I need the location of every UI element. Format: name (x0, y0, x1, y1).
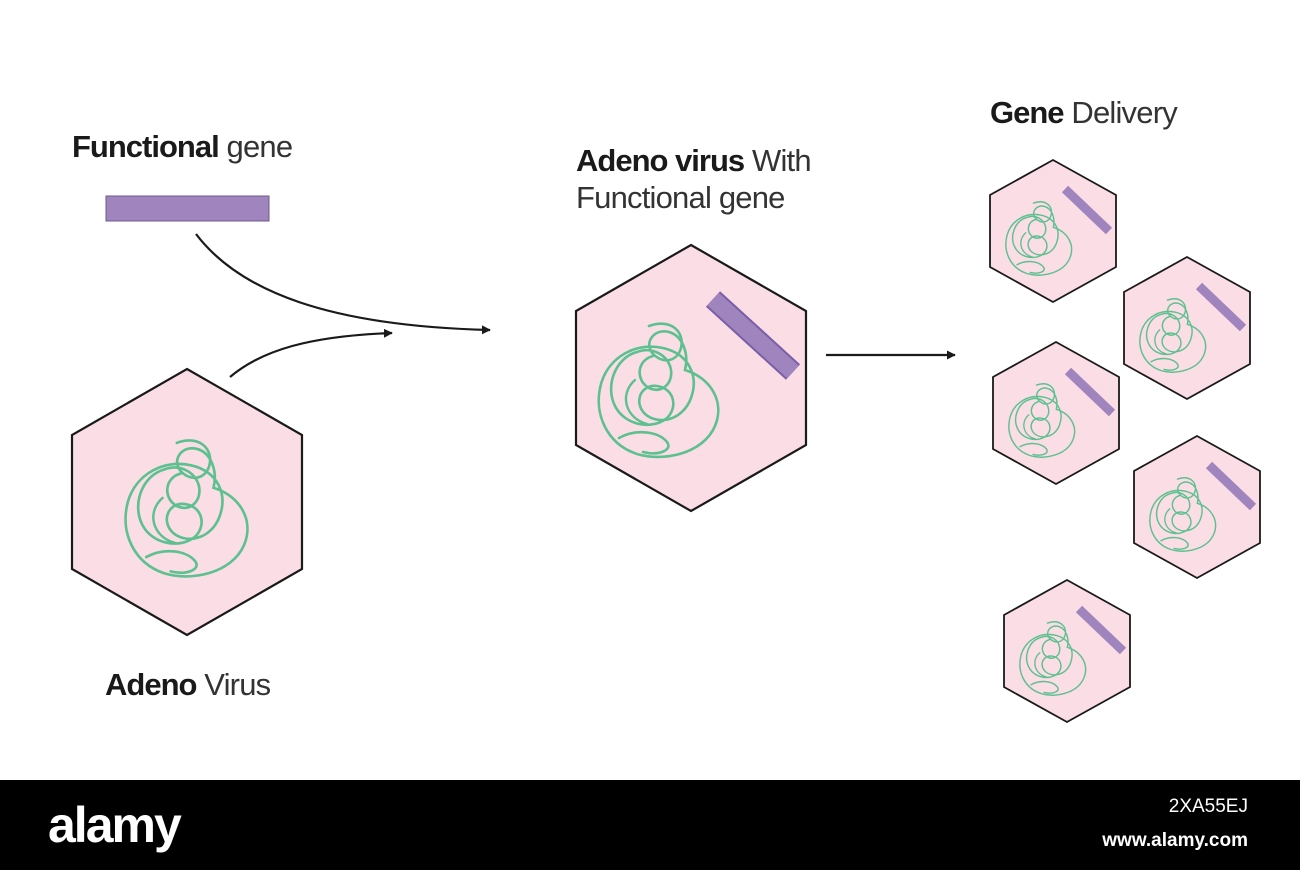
brand-logo: alamy (48, 797, 182, 853)
label-adeno-with-gene-bold: Adeno virus (576, 143, 745, 178)
delivery-capsid-4 (1133, 434, 1261, 580)
label-adeno-virus: Adeno Virus (105, 666, 271, 703)
label-gene-delivery-bold: Gene (990, 95, 1065, 130)
image-id: 2XA55EJ (1168, 796, 1248, 817)
adeno-virus-capsid (70, 367, 304, 637)
arrow-gene-to-virus (195, 233, 491, 335)
label-adeno-virus-light: Virus (204, 667, 271, 702)
delivery-capsid-5 (1003, 578, 1131, 724)
watermark-footer: alamy 2XA55EJ www.alamy.com (0, 780, 1300, 870)
label-functional-gene: Functional gene (72, 128, 294, 165)
label-gene-delivery-light: Delivery (1071, 95, 1177, 130)
delivery-capsid-2 (1123, 255, 1251, 401)
delivery-capsid-1 (989, 158, 1117, 304)
label-adeno-virus-bold: Adeno (105, 667, 197, 702)
label-adeno-with-gene-line2: Functional gene (576, 180, 785, 216)
label-adeno-with-gene-light: With (751, 143, 812, 178)
diagram-canvas (70, 158, 1261, 724)
delivery-capsid-3 (992, 340, 1120, 486)
functional-gene-bar (105, 195, 270, 222)
arrow-virus-to-combined (229, 328, 393, 378)
label-gene-delivery: Gene Delivery (990, 94, 1178, 131)
label-adeno-with-gene: Adeno virus With Functional gene (576, 142, 812, 216)
label-functional-gene-light: gene (226, 129, 294, 164)
site-url: www.alamy.com (1102, 830, 1248, 851)
label-functional-gene-bold: Functional (72, 129, 220, 164)
adeno-virus-with-gene-capsid (574, 243, 808, 513)
